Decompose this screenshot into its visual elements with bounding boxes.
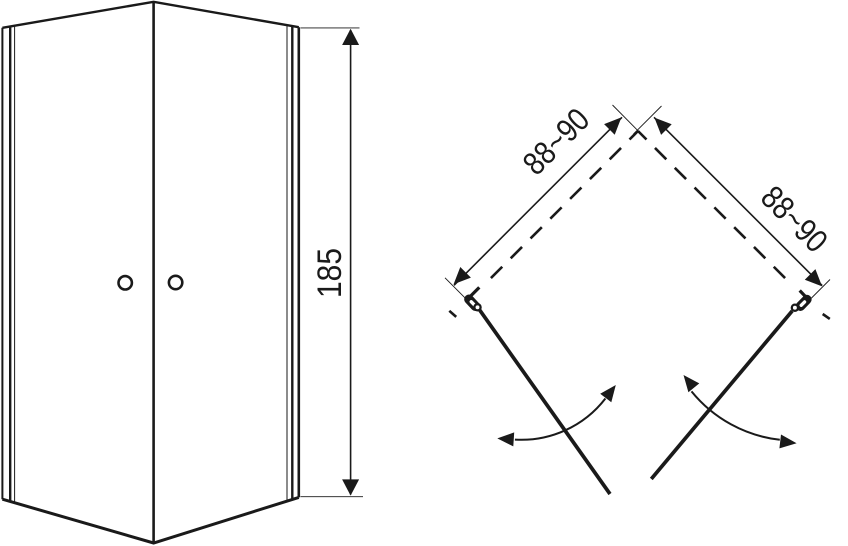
svg-text:185: 185 (311, 248, 349, 298)
